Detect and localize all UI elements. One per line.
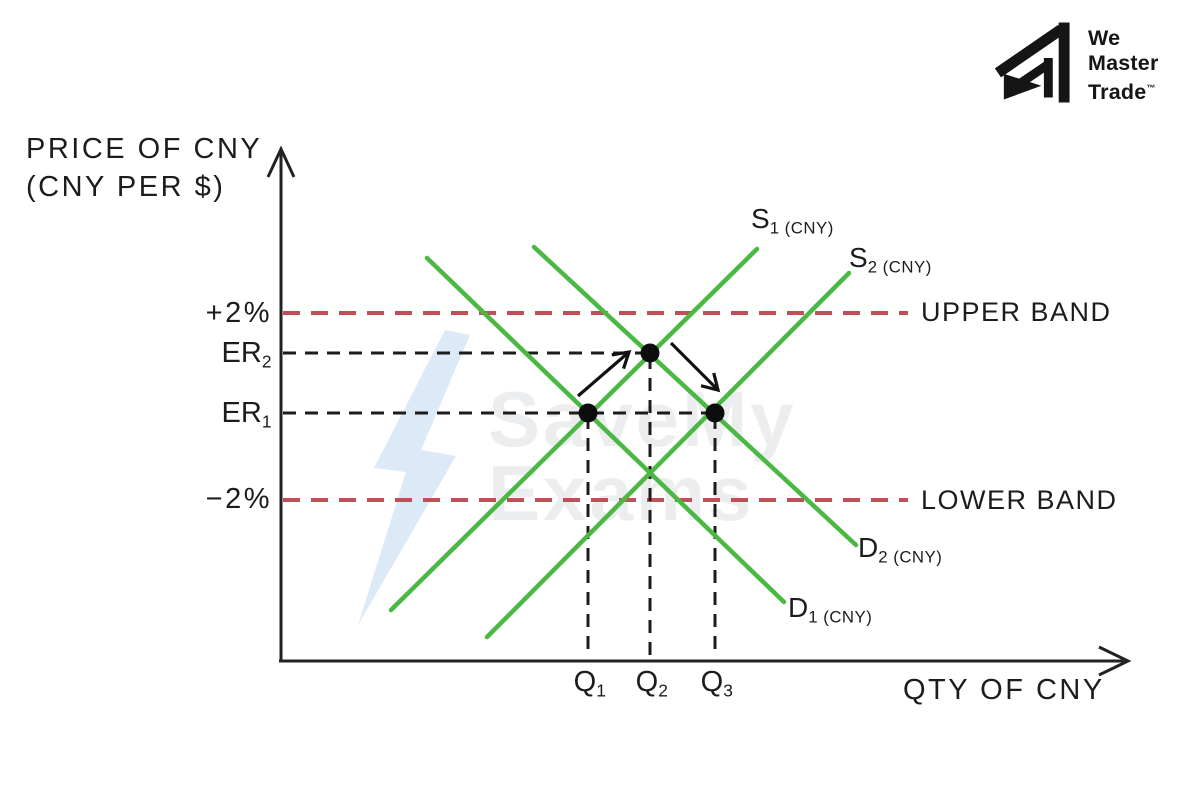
shift-arrow-1	[576, 349, 632, 398]
y-tick-minus2pct-text: −2%	[205, 483, 272, 515]
x-tick-q3: Q3	[677, 666, 757, 702]
y-tick-er1-subscript: 1	[261, 411, 272, 432]
x-tick-q3-subscript: 3	[723, 680, 734, 701]
y-tick-minus2pct: −2%	[140, 482, 272, 516]
x-tick-q1: Q1	[550, 666, 630, 702]
brand-line-trade: Trade™	[1088, 76, 1159, 105]
d2-curve-subscript: 2 (CNY)	[878, 547, 943, 567]
upper-band-label: UPPER BAND	[921, 297, 1112, 327]
lower-band-label: LOWER BAND	[921, 485, 1118, 515]
supply-curve-s1	[388, 246, 760, 613]
s1-curve-subscript: 1 (CNY)	[769, 218, 834, 238]
y-tick-plus2pct-text: +2%	[205, 297, 272, 329]
y-axis-title: PRICE OF CNY (CNY PER $)	[26, 130, 262, 206]
y-axis-title-line2: (CNY PER $)	[26, 171, 226, 203]
d2-curve-label: D2 (CNY)	[858, 532, 942, 567]
y-axis-arrowhead	[266, 145, 296, 178]
s2-curve-letter: S	[849, 242, 868, 273]
supply-curve-s2	[484, 270, 852, 640]
x-axis-arrowhead	[1098, 645, 1132, 677]
equilibrium-dot-q2-er2	[640, 343, 660, 363]
brand-wordmark: We Master Trade™	[1088, 26, 1159, 105]
y-axis-title-line1: PRICE OF CNY	[26, 133, 263, 165]
d1-curve-label: D1 (CNY)	[788, 592, 872, 627]
demand-curve-d1	[424, 255, 787, 605]
y-tick-er1: ER1	[140, 396, 272, 439]
brand-line-we: We	[1088, 26, 1121, 50]
trademark-symbol: ™	[1146, 83, 1156, 93]
d1-curve-letter: D	[788, 592, 809, 623]
x-tick-q2-text: Q	[635, 666, 659, 698]
y-tick-er2-text: ER	[221, 337, 262, 369]
equilibrium-dot-q1-er1	[578, 403, 598, 423]
lightning-bolt-icon	[358, 330, 470, 625]
we-master-trade-logo-icon	[992, 16, 1076, 104]
x-tick-q1-subscript: 1	[596, 680, 607, 701]
equilibrium-dot-q3-er1	[705, 403, 725, 423]
s2-curve-label: S2 (CNY)	[849, 242, 932, 277]
y-tick-er2-subscript: 2	[261, 351, 272, 372]
x-tick-q2-subscript: 2	[658, 680, 669, 701]
shift-arrow-2	[669, 341, 721, 393]
s1-curve-label: S1 (CNY)	[751, 203, 834, 238]
watermark-line2: Exams	[488, 449, 755, 537]
y-tick-er1-text: ER	[221, 397, 262, 429]
arrow-chevron-icon	[994, 22, 1070, 103]
brand-trade-text: Trade	[1088, 80, 1147, 105]
x-tick-q2: Q2	[612, 666, 692, 702]
brand-line-master: Master	[1088, 51, 1159, 75]
d2-curve-letter: D	[858, 532, 879, 563]
y-tick-er2: ER2	[140, 336, 272, 379]
s2-curve-subscript: 2 (CNY)	[867, 257, 932, 277]
x-axis-title: QTY OF CNY	[903, 674, 1105, 706]
demand-curve-d2	[531, 244, 859, 548]
d1-curve-subscript: 1 (CNY)	[808, 607, 873, 627]
watermark-line1: SaveMy	[488, 375, 797, 463]
x-tick-q1-text: Q	[573, 666, 597, 698]
y-tick-plus2pct: +2%	[140, 296, 272, 330]
s1-curve-letter: S	[751, 203, 770, 234]
x-tick-q3-text: Q	[700, 666, 724, 698]
